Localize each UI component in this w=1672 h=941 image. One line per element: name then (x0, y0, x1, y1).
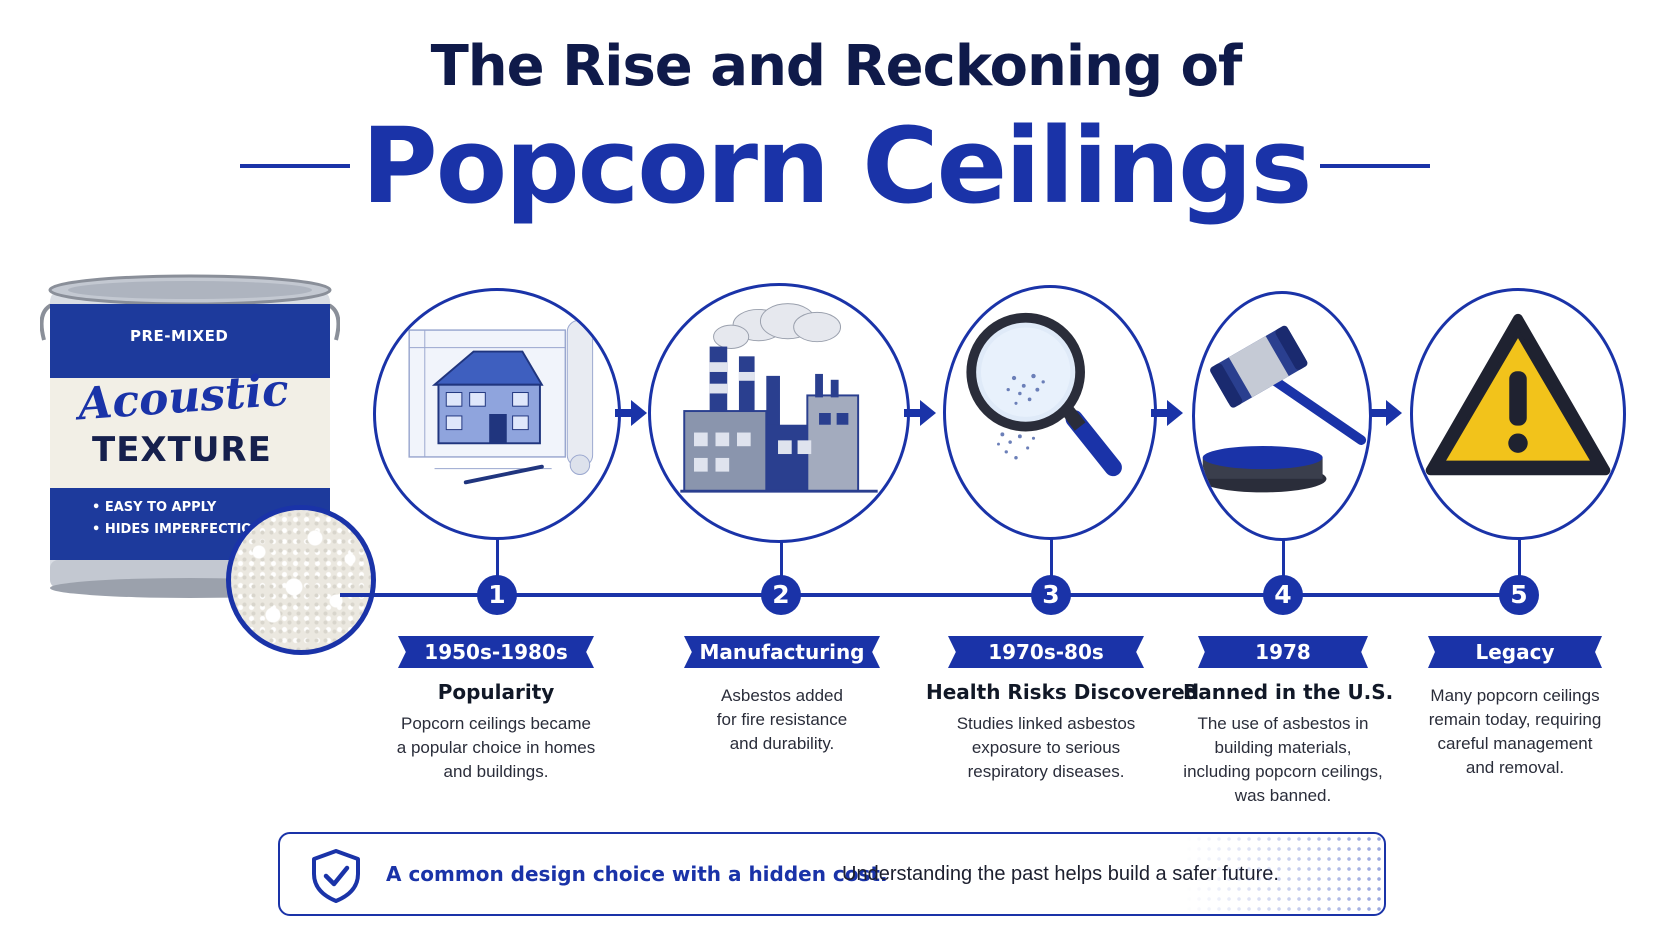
factory-icon (648, 283, 910, 543)
step-tag-3: 1970s-80s (948, 636, 1144, 668)
step-4-line-4: was banned. (1234, 786, 1332, 805)
connector-4 (1282, 538, 1285, 594)
step-heading-4: Banned in the U.S. (1183, 680, 1394, 704)
step-tag-1: 1950s-1980s (398, 636, 594, 668)
timeline-line (340, 593, 1520, 597)
footer-callout: A common design choice with a hidden cos… (278, 832, 1386, 916)
step-description-2: Asbestos added for fire resistance and d… (662, 684, 902, 756)
popcorn-texture-swatch (226, 505, 376, 655)
magnifying-glass-icon (943, 285, 1157, 540)
house-blueprint-icon (373, 288, 621, 540)
shield-check-icon (312, 849, 360, 903)
can-label-texture: TEXTURE (92, 430, 272, 470)
footer-text: Understanding the past helps build a saf… (842, 863, 1279, 885)
step-2-line-1: Asbestos added (721, 686, 843, 705)
title-rule-right (1320, 164, 1430, 168)
connector-2 (780, 538, 783, 594)
step-description-1: Popcorn ceilings became a popular choice… (366, 712, 626, 784)
title-rule-left (240, 164, 350, 168)
arrow-right-icon (1370, 400, 1402, 426)
arrow-right-icon (904, 400, 936, 426)
step-5-line-1: Many popcorn ceilings (1430, 686, 1600, 705)
step-3-line-2: exposure to serious (971, 738, 1121, 757)
step-1-line-3: and buildings. (443, 762, 549, 781)
arrow-right-icon (1151, 400, 1183, 426)
can-bullet-2: • HIDES IMPERFECTIONS (92, 522, 273, 537)
step-heading-3: Health Risks Discovered (926, 680, 1200, 704)
step-1-line-1: Popcorn ceilings became (401, 714, 591, 733)
gavel-icon (1192, 291, 1372, 541)
step-number-5: 5 (1499, 575, 1539, 615)
connector-3 (1050, 538, 1053, 594)
can-bullet-1: • EASY TO APPLY (92, 500, 217, 515)
step-tag-2: Manufacturing (684, 636, 880, 668)
step-description-3: Studies linked asbestos exposure to seri… (916, 712, 1176, 784)
step-2-line-2: for fire resistance (716, 710, 848, 729)
step-3-line-1: Studies linked asbestos (956, 714, 1136, 733)
arrow-right-icon (615, 400, 647, 426)
step-3-line-3: respiratory diseases. (967, 762, 1125, 781)
step-5-line-3: careful management (1437, 734, 1593, 753)
footer-headline: A common design choice with a hidden cos… (386, 862, 888, 886)
step-5-line-4: and removal. (1465, 758, 1565, 777)
step-number-3: 3 (1031, 575, 1071, 615)
can-label-premixed: PRE-MIXED (130, 327, 229, 345)
step-number-2: 2 (761, 575, 801, 615)
connector-1 (496, 538, 499, 594)
step-heading-1: Popularity (437, 680, 555, 704)
step-tag-5: Legacy (1428, 636, 1602, 668)
step-1-line-2: a popular choice in homes (396, 738, 596, 757)
step-4-line-3: including popcorn ceilings, (1183, 762, 1383, 781)
step-description-4: The use of asbestos in building material… (1168, 712, 1398, 808)
page-title: Popcorn Ceilings (361, 105, 1313, 227)
step-number-1: 1 (477, 575, 517, 615)
title-line-1: The Rise and Reckoning of (430, 34, 1243, 99)
step-4-line-2: building materials, (1214, 738, 1352, 757)
paint-can-illustration (40, 274, 340, 598)
step-2-line-3: and durability. (729, 734, 835, 753)
step-number-4: 4 (1263, 575, 1303, 615)
warning-sign-icon (1410, 288, 1626, 540)
step-4-line-1: The use of asbestos in (1197, 714, 1369, 733)
step-description-5: Many popcorn ceilings remain today, requ… (1398, 684, 1632, 780)
step-tag-4: 1978 (1198, 636, 1368, 668)
step-5-line-2: remain today, requiring (1428, 710, 1602, 729)
footer-dot-pattern (1184, 834, 1384, 914)
connector-5 (1518, 538, 1521, 594)
